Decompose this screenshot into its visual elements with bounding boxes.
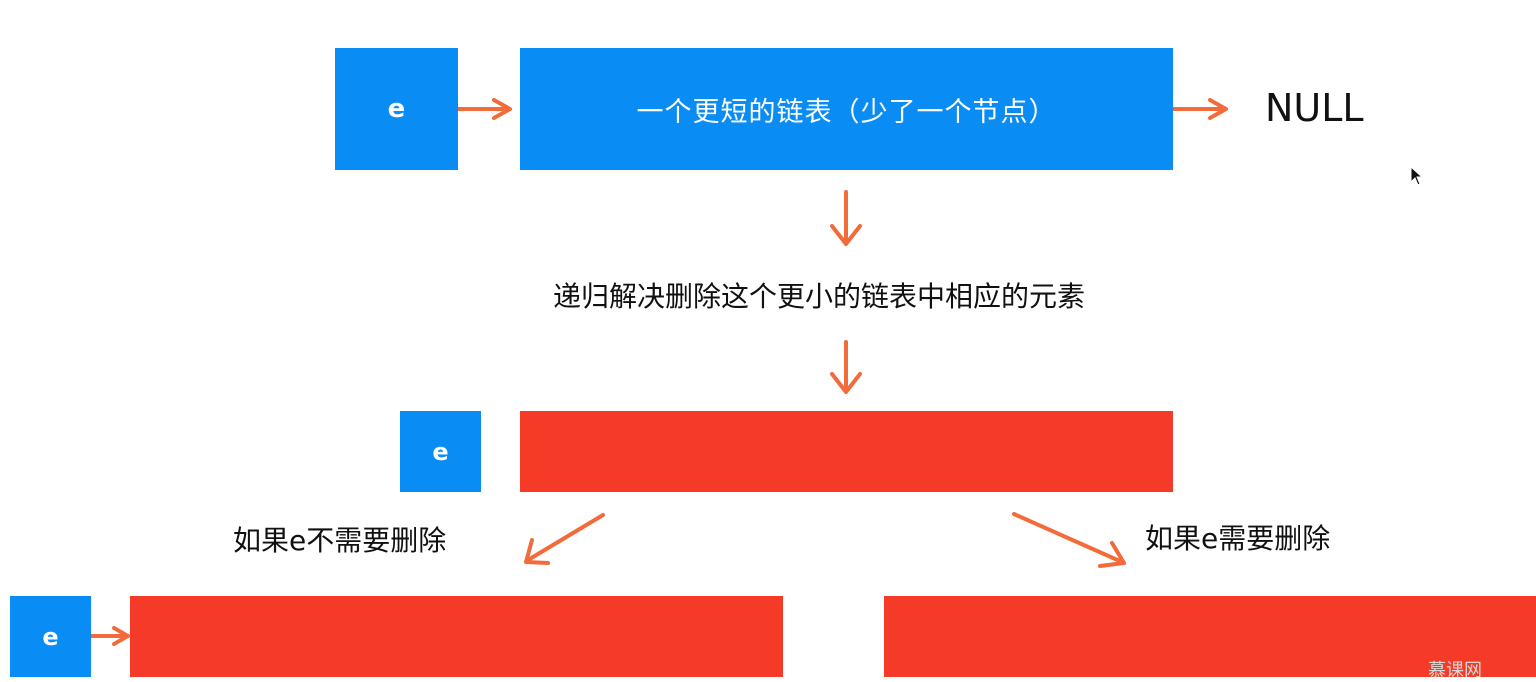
bottom-right-list [884,596,1536,677]
arrow-branch-right [1012,512,1126,568]
branch-right-label: 如果e需要删除 [1145,522,1331,555]
watermark-text: 慕课网 [1428,660,1482,681]
bottom-left-list [130,596,783,677]
top-node-e: e [335,48,458,170]
mouse-cursor-icon [1410,166,1424,186]
bottom-node-e: e [10,596,91,677]
middle-node-e: e [400,411,481,492]
middle-result-list [520,411,1173,492]
recursion-step-text: 递归解决删除这个更小的链表中相应的元素 [553,280,1086,313]
null-label: NULL [1265,86,1364,130]
bottom-node-label: e [42,622,59,651]
watermark-logo: 慕课网 [1428,656,1482,682]
arrow-down-result [830,340,862,394]
top-list-label: 一个更短的链表（少了一个节点） [636,96,1057,128]
arrow-down-recursion [830,190,862,246]
top-node-label: e [387,94,406,124]
middle-node-label: e [432,437,449,466]
branch-left-label: 如果e不需要删除 [233,524,447,557]
top-shorter-list: 一个更短的链表（少了一个节点） [520,48,1173,170]
arrow-branch-left [524,513,605,565]
